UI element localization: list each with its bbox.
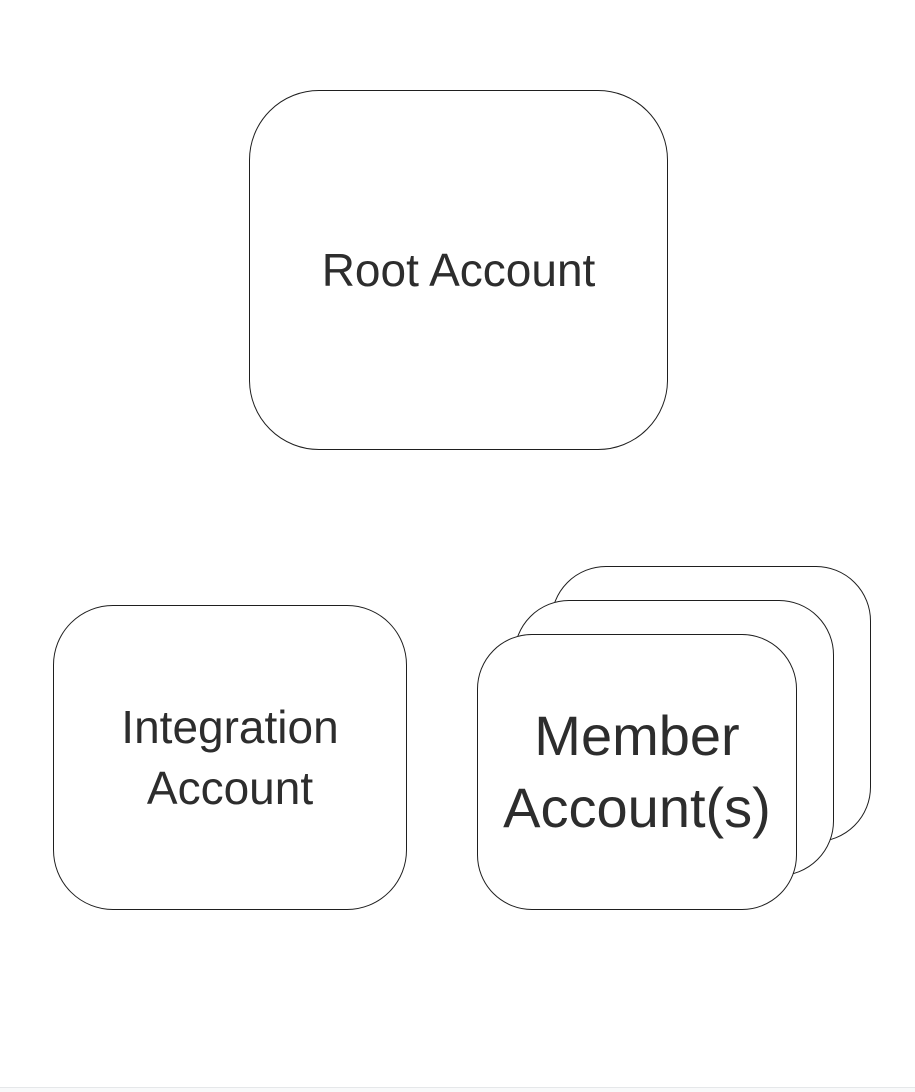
root-account-label: Root Account <box>321 244 596 296</box>
page-bottom-edge <box>0 1087 915 1092</box>
integration-account-label: Integration Account <box>121 700 339 814</box>
node-member-accounts: Member Account(s) <box>477 634 797 910</box>
node-root-account: Root Account <box>249 90 668 450</box>
node-member-accounts-stack: Member Account(s) <box>477 566 875 910</box>
node-integration-account: Integration Account <box>53 605 407 910</box>
member-accounts-label: Member Account(s) <box>503 704 771 839</box>
